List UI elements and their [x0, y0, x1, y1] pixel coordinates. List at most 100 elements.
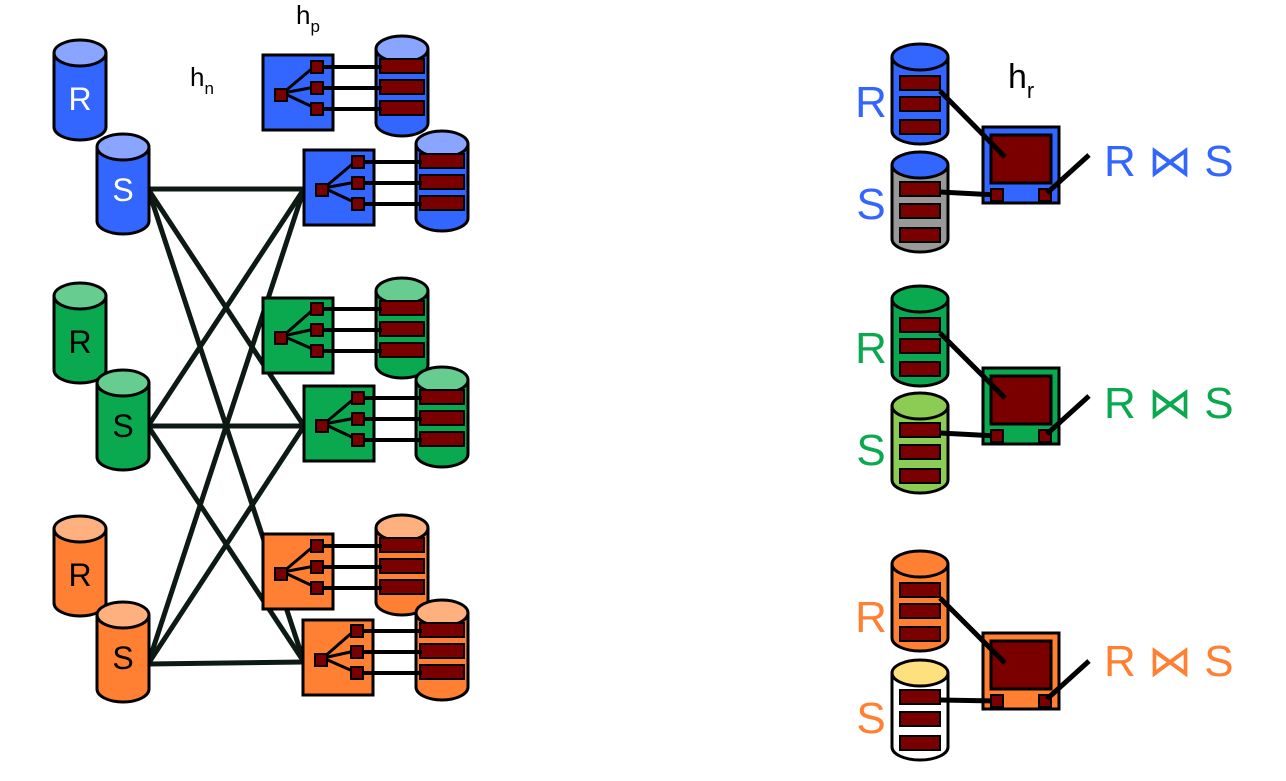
source-port [274, 88, 288, 102]
s-cylinder: S [95, 368, 151, 472]
cylinder-body [52, 53, 108, 142]
fanout-line [282, 564, 316, 574]
partition-unit [301, 598, 470, 702]
record-bar [899, 338, 941, 354]
record-bar [379, 79, 425, 95]
in-port [990, 694, 1004, 708]
fanout-line [323, 422, 357, 441]
record-bar [899, 582, 941, 598]
in-port [990, 429, 1004, 443]
partition-cylinder [414, 129, 470, 233]
join-result-label: R ⋈ S [1104, 637, 1234, 686]
cylinder-top [890, 150, 950, 180]
record-bar [899, 96, 941, 112]
out-port [310, 81, 324, 95]
record-bar [899, 422, 941, 438]
cylinder-top [890, 284, 950, 314]
cylinder-top [52, 38, 108, 68]
right-s-cylinder [890, 150, 950, 254]
out-port [310, 539, 324, 553]
record-bar [899, 317, 941, 333]
partition-cylinder [414, 365, 470, 469]
output-line [1045, 659, 1091, 701]
join-result-label: R ⋈ S [1104, 137, 1234, 186]
record-bar [379, 321, 425, 337]
cylinder-top [95, 132, 151, 162]
record-bar [899, 711, 941, 727]
cylinder-top [52, 281, 108, 311]
s-label: S [112, 640, 133, 676]
cylinder-top [890, 658, 950, 688]
hash-table [989, 374, 1053, 426]
record-bar [379, 342, 425, 358]
fanout-line [282, 327, 316, 338]
record-bar [899, 181, 941, 197]
record-bar [899, 203, 941, 219]
out-port [351, 197, 365, 211]
right-r-label: R [855, 78, 887, 127]
fanout-line [322, 649, 356, 660]
right-s-cylinder [890, 658, 950, 762]
partition-unit [261, 276, 430, 380]
s-feed-line [939, 430, 998, 439]
record-bar [419, 153, 465, 169]
fanout-line [322, 628, 356, 660]
partition-cylinder [414, 598, 470, 702]
r-label: R [68, 557, 91, 593]
fanout-line [323, 159, 357, 190]
r-feed-line [938, 89, 1007, 159]
record-bar [379, 579, 425, 595]
output-line [1045, 394, 1091, 436]
fanout-line [323, 416, 357, 426]
source-port [315, 419, 329, 433]
record-bar [899, 361, 941, 377]
partition-unit [302, 129, 470, 233]
fanout-line [282, 91, 316, 110]
record-bar [419, 664, 465, 680]
cylinder-body [95, 147, 151, 236]
out-port [351, 391, 365, 405]
source-port [274, 567, 288, 581]
network-wires [145, 186, 307, 667]
fanout-line [282, 306, 316, 338]
cylinder-top [890, 549, 950, 579]
hash-table [989, 639, 1053, 691]
partition-nodes [261, 34, 470, 702]
fanout-line [282, 334, 316, 352]
out-port [310, 560, 324, 574]
fanout-line [323, 180, 357, 190]
out-port [310, 323, 324, 337]
s-label: S [112, 408, 133, 444]
cylinder-top [890, 391, 950, 421]
record-bar [899, 119, 941, 135]
cylinder-top [95, 368, 151, 398]
out-port [310, 60, 324, 74]
hn-label: hn [190, 62, 214, 98]
r-cylinder: R [52, 514, 108, 618]
fanout-line [282, 85, 316, 95]
out-port [310, 581, 324, 595]
join-unit: RSR ⋈ S [855, 284, 1234, 495]
r-cylinder: R [52, 281, 108, 385]
fanout-line [322, 656, 356, 674]
output-line [1045, 153, 1091, 195]
right-s-label: S [856, 180, 885, 229]
record-bar [899, 626, 941, 642]
record-bar [419, 195, 465, 211]
right-s-label: S [856, 426, 885, 475]
out-port [351, 433, 365, 447]
s-feed-line [939, 189, 998, 198]
out-port [351, 176, 365, 190]
right-s-cylinder [890, 391, 950, 495]
network-wire [147, 659, 305, 667]
cylinder-top [95, 600, 151, 630]
record-bar [899, 75, 941, 91]
out-port [310, 302, 324, 316]
source-port [314, 653, 328, 667]
network-wire [145, 187, 307, 428]
out-port [350, 624, 364, 638]
source-port [315, 183, 329, 197]
s-label: S [112, 172, 133, 208]
s-cylinder: S [95, 132, 151, 236]
